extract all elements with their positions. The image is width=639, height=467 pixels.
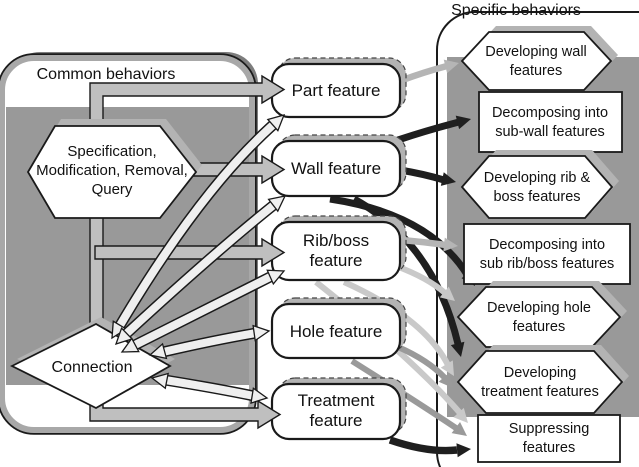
command-hexagon: Specification, Modification, Removal, Qu… bbox=[26, 119, 202, 219]
behavior-hexagon-dev-ribboss: Developing rib & boss features bbox=[460, 150, 619, 219]
dev-treatment-shape bbox=[456, 350, 624, 414]
behavior-box-sub-wall: Decomposing into sub-wall features bbox=[478, 91, 623, 153]
dev-wall-label: Developing wall bbox=[485, 44, 587, 60]
feature-to-behavior-arrows bbox=[314, 59, 475, 458]
behavior-box-sub-ribboss: Decomposing into sub rib/boss features bbox=[463, 223, 631, 285]
dev-wall-shape bbox=[460, 31, 613, 91]
treatment-label: Treatment bbox=[298, 391, 375, 410]
sub-wall-label: Decomposing into bbox=[492, 105, 608, 121]
svg-text:treatment features: treatment features bbox=[481, 384, 599, 400]
behavior-hexagon-dev-hole: Developing hole features bbox=[456, 281, 627, 348]
feature-box-wall: Wall feature bbox=[270, 134, 407, 198]
part-label: Part feature bbox=[292, 81, 381, 100]
dev-ribboss-label: Developing rib & bbox=[484, 170, 591, 186]
double-arrow-connection-wall bbox=[114, 195, 287, 346]
sub-ribboss-label: Decomposing into bbox=[489, 237, 605, 253]
hole-shape bbox=[270, 302, 402, 360]
svg-text:Modification, Removal,: Modification, Removal, bbox=[36, 162, 188, 179]
svg-text:features: features bbox=[523, 440, 575, 456]
svg-text:sub rib/boss features: sub rib/boss features bbox=[480, 256, 615, 272]
hole-label: Hole feature bbox=[290, 322, 383, 341]
svg-text:Query: Query bbox=[92, 181, 133, 198]
svg-text:feature: feature bbox=[310, 411, 363, 430]
behavior-box-suppress: Suppressing features bbox=[477, 414, 621, 463]
command-hexagon-label: Specification, bbox=[67, 143, 156, 160]
feature-box-part: Part feature bbox=[270, 57, 407, 119]
sub-wall-shape bbox=[478, 91, 623, 153]
connection-double-arrows bbox=[111, 114, 287, 404]
behavior-hexagon-dev-treatment: Developing treatment features bbox=[456, 345, 629, 414]
double-arrow-connection-part bbox=[111, 114, 286, 340]
sub-ribboss-shape bbox=[463, 223, 631, 285]
connection-diamond-label: Connection bbox=[52, 359, 133, 376]
arrow-wall-to-sub-wall bbox=[396, 115, 471, 144]
arrow-ribboss-to-dev-treatment bbox=[342, 279, 454, 376]
arrow-wall-to-dev-treatment bbox=[352, 195, 465, 357]
feature-boxes: Part feature Wall feature Rib/boss featu… bbox=[270, 57, 407, 441]
ribboss-label: Rib/boss bbox=[303, 231, 369, 250]
dev-treatment-label: Developing bbox=[504, 365, 577, 381]
feature-box-ribboss: Rib/boss feature bbox=[270, 215, 407, 282]
svg-text:sub-wall features: sub-wall features bbox=[495, 124, 605, 140]
arrow-hole-to-dev-treatment bbox=[396, 344, 453, 388]
specific-behavior-items: Developing wall features Decomposing int… bbox=[456, 26, 631, 463]
svg-text:feature: feature bbox=[310, 251, 363, 270]
double-arrow-connection-treatment bbox=[150, 372, 269, 404]
feature-box-treatment: Treatment feature bbox=[270, 377, 407, 441]
behavior-hexagon-dev-wall: Developing wall features bbox=[460, 26, 618, 91]
svg-text:boss features: boss features bbox=[493, 189, 580, 205]
common-behaviors-title: Common behaviors bbox=[37, 66, 176, 83]
svg-text:features: features bbox=[510, 63, 562, 79]
arrow-treatment-to-suppress bbox=[388, 436, 471, 458]
pipe-to-wall-feature bbox=[189, 154, 286, 185]
svg-text:features: features bbox=[513, 319, 565, 335]
double-arrow-connection-hole bbox=[148, 324, 271, 360]
dev-ribboss-shape bbox=[460, 155, 614, 219]
dev-hole-label: Developing hole bbox=[487, 300, 591, 316]
suppress-shape bbox=[477, 414, 621, 463]
arrow-hole-to-suppress bbox=[350, 358, 467, 436]
command-hexagon-shape bbox=[26, 125, 198, 219]
dev-hole-shape bbox=[456, 286, 622, 348]
pipe-to-ribboss-feature bbox=[94, 237, 286, 268]
suppress-label: Suppressing bbox=[509, 421, 590, 437]
double-arrow-connection-ribboss bbox=[120, 269, 286, 353]
wall-label: Wall feature bbox=[291, 159, 381, 178]
specific-behaviors-title: Specific behaviors bbox=[451, 2, 581, 19]
feature-box-hole: Hole feature bbox=[270, 297, 407, 360]
